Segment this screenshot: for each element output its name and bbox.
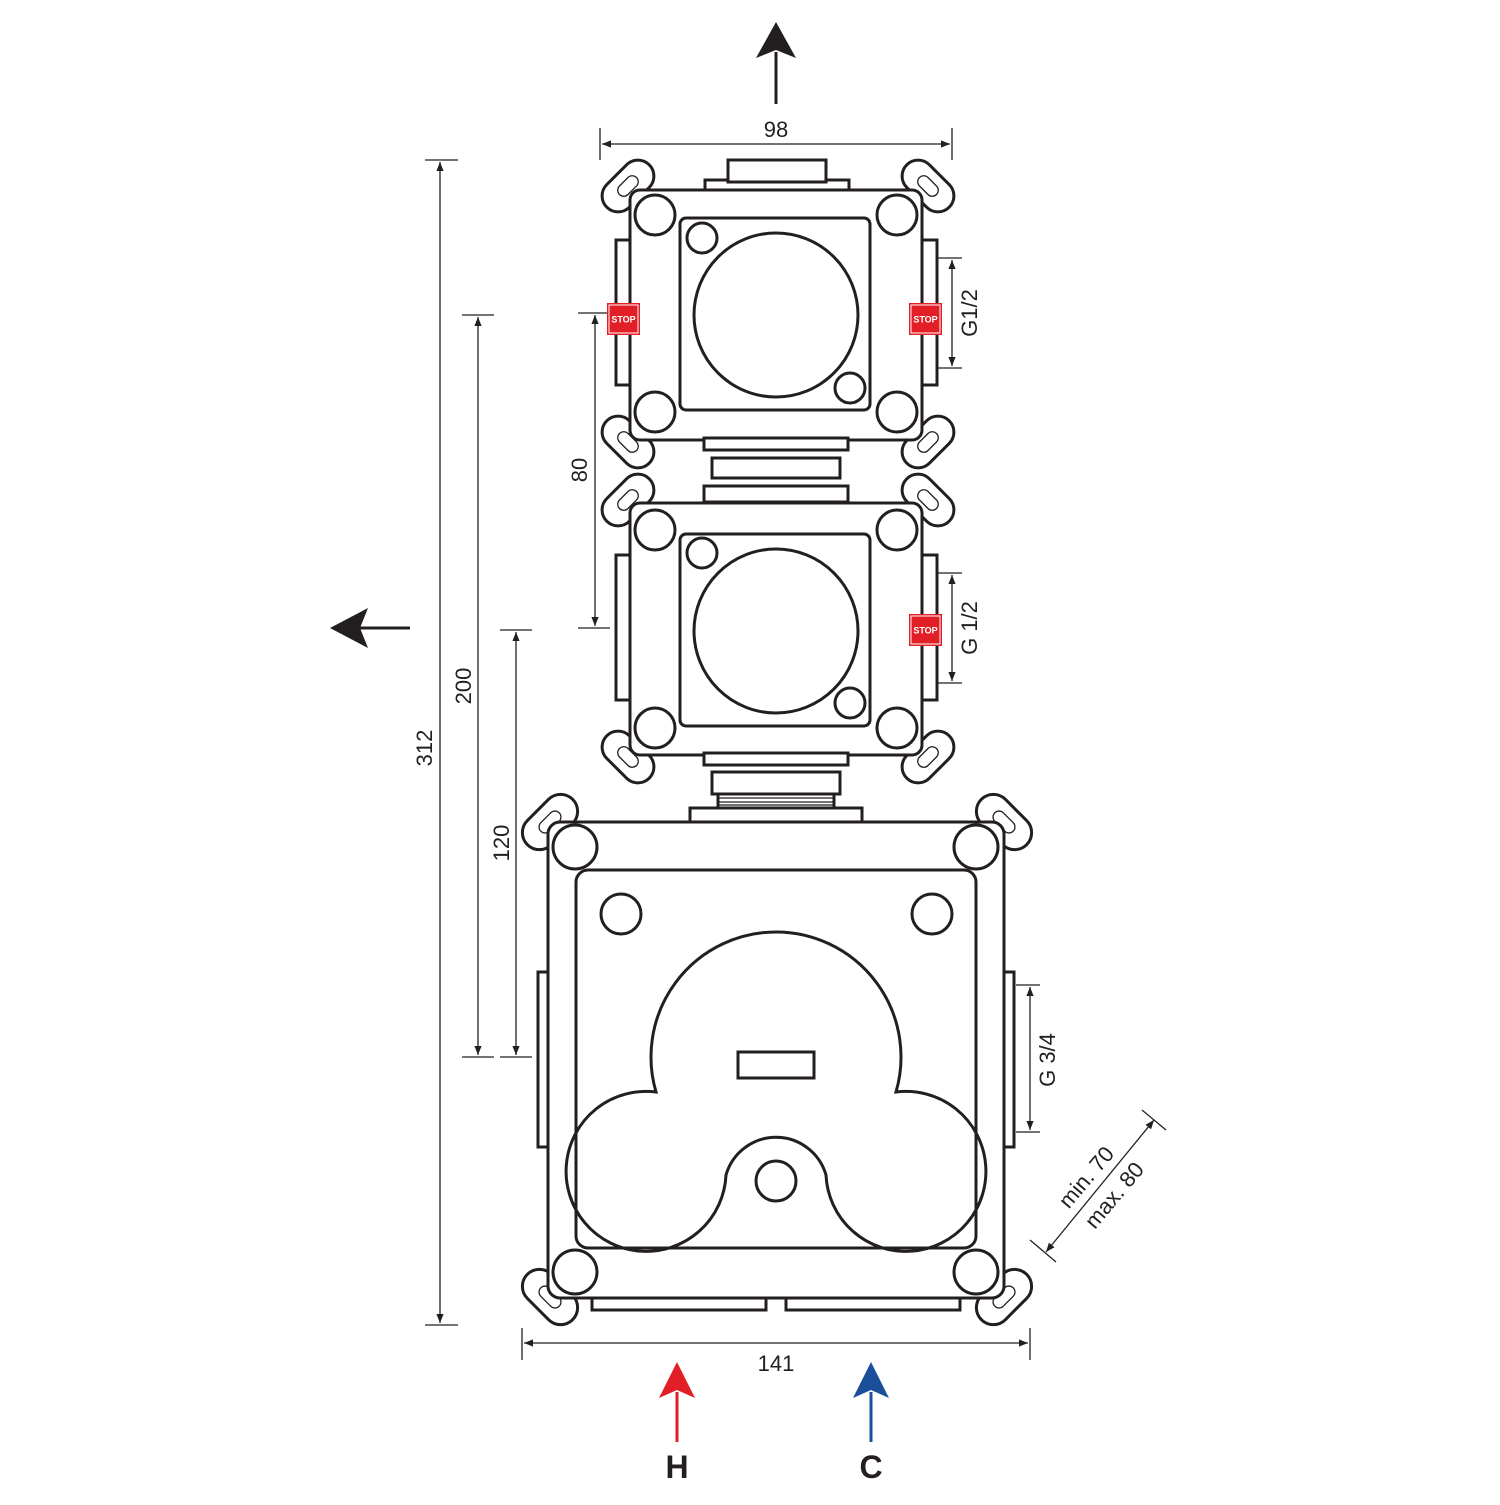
dimension-thread-upper — [937, 257, 962, 369]
dimension-120 — [500, 629, 532, 1058]
dimension-depth — [1029, 1109, 1167, 1263]
dimension-total-height — [425, 159, 458, 1326]
hot-inlet-arrow — [659, 1362, 695, 1442]
svg-text:STOP: STOP — [611, 315, 635, 325]
outlet-arrow-left — [330, 608, 410, 648]
dimension-200 — [462, 314, 494, 1058]
label-height-120: 120 — [489, 825, 514, 862]
cold-inlet-label: C — [859, 1449, 882, 1485]
label-thread-middle: G 1/2 — [957, 601, 982, 655]
dimension-80 — [578, 312, 610, 629]
dimension-thread-middle — [937, 572, 962, 684]
dimension-thread-lower — [1016, 984, 1040, 1133]
label-top-width: 98 — [764, 117, 788, 142]
middle-module — [600, 472, 956, 785]
label-total-height: 312 — [412, 730, 437, 767]
dimension-bottom-width — [521, 1328, 1031, 1360]
upper-module — [600, 158, 956, 470]
outlet-arrow-up — [756, 22, 796, 104]
connector-upper — [702, 436, 850, 504]
label-thread-upper: G1/2 — [957, 289, 982, 337]
lower-module — [520, 792, 1034, 1327]
label-height-200: 200 — [451, 668, 476, 705]
stop-badge-upper-right: STOP — [909, 303, 942, 335]
svg-text:STOP: STOP — [913, 626, 937, 636]
connector-lower — [688, 751, 864, 824]
label-bottom-width: 141 — [758, 1351, 795, 1376]
label-thread-lower: G 3/4 — [1035, 1033, 1060, 1087]
svg-text:STOP: STOP — [913, 315, 937, 325]
cold-inlet-arrow — [853, 1362, 889, 1442]
hot-inlet-label: H — [665, 1449, 688, 1485]
dimension-top-width — [599, 128, 953, 160]
stop-badge-upper-left: STOP — [607, 303, 640, 335]
label-height-80: 80 — [567, 458, 592, 482]
stop-badge-middle-right: STOP — [909, 614, 942, 646]
